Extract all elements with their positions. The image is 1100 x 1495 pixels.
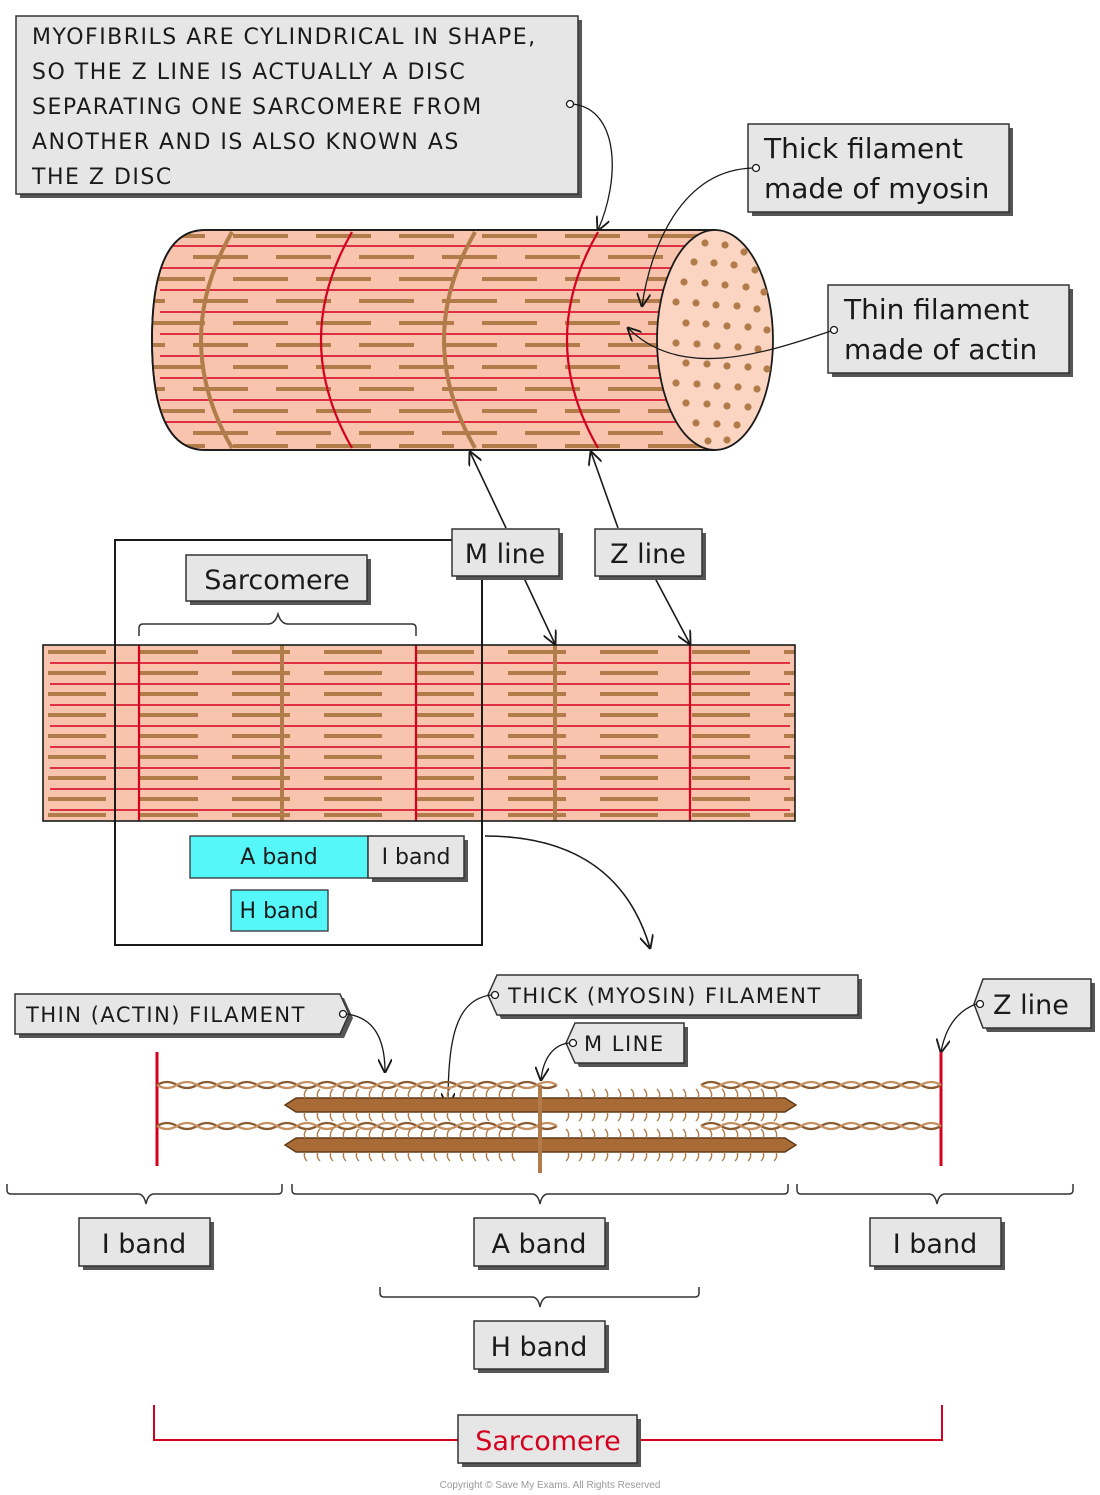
i-band-right-brace (796, 1184, 1074, 1205)
sarcomere-bottom-label: Sarcomere (457, 1414, 641, 1467)
m-line-arrow-down (523, 577, 555, 644)
myosin-heads (303, 1088, 778, 1162)
i-band-right-label: I band (869, 1217, 1005, 1270)
z-line-arrow-down (654, 577, 690, 644)
striated-myofibril-strip (42, 644, 796, 822)
sarcomere-brace-middle (138, 611, 417, 636)
thin-filament-label: Thin filament made of actin (628, 284, 1073, 377)
m-line-bottom-text: M LINE (584, 1032, 665, 1056)
thin-filament-text-1: Thin filament (843, 293, 1029, 326)
z-disc-note: MYOFIBRILS ARE CYLINDRICAL IN SHAPE, SO … (15, 15, 613, 230)
thick-filament-label: Thick filament made of myosin (642, 123, 1013, 306)
h-band-label: H band (473, 1320, 609, 1373)
z-line-bottom-label: Z line (941, 978, 1095, 1052)
thick-myosin-label: THICK (MYOSIN) FILAMENT (448, 974, 862, 1106)
h-band-text: H band (491, 1332, 588, 1363)
z-line-arrow-up (591, 452, 619, 529)
i-band-left-brace (6, 1184, 283, 1205)
thick-myosin-text: THICK (MYOSIN) FILAMENT (507, 984, 822, 1008)
sarcomere-bottom-text: Sarcomere (475, 1426, 621, 1457)
end-face-dots (672, 239, 771, 445)
myofibril-cylinder (151, 229, 774, 451)
thick-filament-text-1: Thick filament (763, 132, 963, 165)
h-band-key-text: H band (240, 899, 319, 924)
sarcomere-text-middle: Sarcomere (204, 565, 350, 596)
i-band-right-text: I band (893, 1229, 977, 1260)
m-line-bottom-label: M LINE (541, 1022, 688, 1080)
a-band-text: A band (492, 1229, 587, 1260)
h-band-swatch (230, 889, 329, 932)
m-line-bottom-leader (541, 1042, 570, 1080)
thick-myosin-leader (448, 994, 492, 1106)
note-line-5: THE Z DISC (31, 165, 173, 190)
actin-filaments (156, 1080, 942, 1131)
a-band-label: A band (473, 1217, 609, 1270)
note-line-2: SO THE Z LINE IS ACTUALLY A DISC (32, 60, 466, 85)
i-band-key-text: I band (382, 845, 451, 870)
m-line-text: M line (465, 539, 546, 570)
sarcomere-label-middle: Sarcomere (185, 554, 371, 605)
z-line-text: Z line (610, 539, 686, 570)
sarcomere-bracket (153, 1405, 943, 1441)
note-line-4: ANOTHER AND IS ALSO KNOWN AS (32, 130, 460, 155)
thin-actin-text: THIN (ACTIN) FILAMENT (25, 1003, 306, 1027)
i-band-swatch (367, 835, 465, 879)
cylinder-filaments (152, 231, 715, 449)
myosin-filaments (283, 1085, 798, 1173)
m-line-arrow-up (470, 452, 507, 529)
band-key: A band I band H band (189, 835, 468, 932)
a-band-swatch (189, 835, 369, 879)
note-line-1: MYOFIBRILS ARE CYLINDRICAL IN SHAPE, (32, 25, 537, 50)
m-line-label: M line (451, 528, 563, 580)
note-leader-arrow (572, 103, 613, 230)
thick-filament-leader (642, 167, 754, 306)
note-line-3: SEPARATING ONE SARCOMERE FROM (32, 95, 483, 120)
thin-filament-text-2: made of actin (844, 333, 1037, 366)
thin-actin-leader (346, 1013, 385, 1072)
zoom-arrow (484, 835, 650, 948)
inset-frame (114, 539, 483, 946)
z-line-bottom-leader (941, 1003, 977, 1052)
thin-filament-leader (628, 328, 832, 360)
a-band-brace (291, 1184, 789, 1205)
i-band-left-label: I band (78, 1217, 214, 1270)
i-band-left-text: I band (102, 1229, 186, 1260)
copyright-text: Copyright © Save My Exams. All Rights Re… (440, 1480, 661, 1491)
z-line-label: Z line (594, 528, 706, 580)
thin-actin-label: THIN (ACTIN) FILAMENT (14, 993, 385, 1072)
thick-filament-text-2: made of myosin (764, 172, 989, 205)
a-band-key-text: A band (240, 845, 317, 870)
h-band-brace (379, 1287, 700, 1308)
z-line-bottom-text: Z line (993, 990, 1069, 1021)
